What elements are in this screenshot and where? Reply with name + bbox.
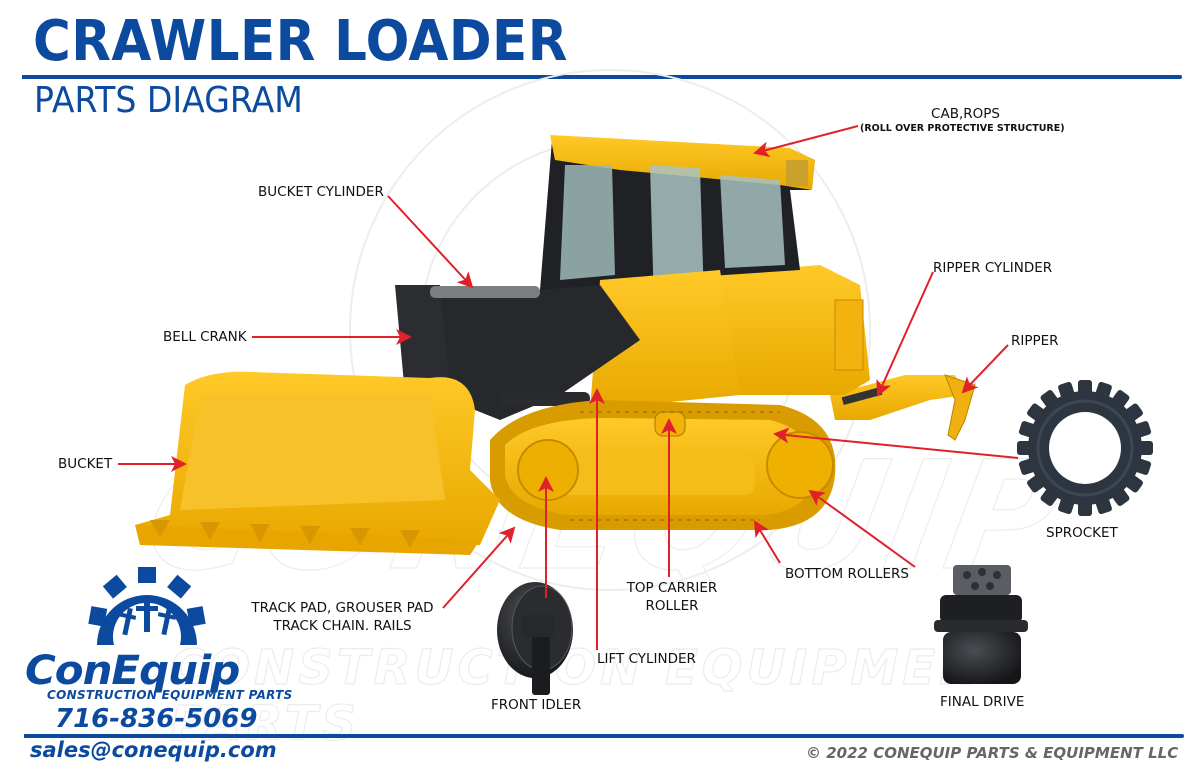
- gear-with-crosses-icon: [88, 567, 206, 645]
- bucket: [135, 371, 500, 555]
- ripper-assembly: [830, 374, 976, 441]
- final-drive-part-image: [934, 565, 1028, 684]
- label-track-pad-line2: TRACK CHAIN. RAILS: [273, 617, 412, 634]
- engine-housing: [700, 265, 870, 395]
- label-front-idler: FRONT IDLER: [491, 697, 582, 713]
- label-cab-rops: CAB,ROPS: [858, 106, 1073, 124]
- label-top-carrier-roller-line1: TOP CARRIER: [626, 580, 718, 596]
- label-bucket: BUCKET: [58, 456, 113, 472]
- label-bottom-rollers: BOTTOM ROLLERS: [785, 566, 909, 582]
- callout-arrows: [118, 125, 1019, 650]
- track-assembly: [490, 400, 836, 530]
- label-cab-rops-detail: (ROLL OVER PROTECTIVE STRUCTURE): [860, 123, 1065, 134]
- watermark-tagline: CONSTRUCTION EQUIPMENT PARTS: [169, 639, 1021, 752]
- copyright-notice: © 2022 CONEQUIP PARTS & EQUIPMENT LLC: [806, 744, 1179, 762]
- label-track-pad-line1: TRACK PAD, GROUSER PAD: [251, 600, 434, 616]
- company-email: sales@conequip.com: [30, 738, 277, 762]
- label-top-carrier-roller: TOP CARRIER ROLLER: [612, 580, 732, 615]
- label-final-drive: FINAL DRIVE: [940, 694, 1025, 710]
- label-bucket-cylinder: BUCKET CYLINDER: [258, 184, 384, 200]
- label-ripper-cylinder: RIPPER CYLINDER: [933, 260, 1053, 276]
- label-track-pad: TRACK PAD, GROUSER PAD TRACK CHAIN. RAIL…: [240, 600, 445, 635]
- company-logo-name: ConEquip: [25, 648, 240, 694]
- page-title: CRAWLER LOADER: [33, 9, 568, 74]
- label-sprocket: SPROCKET: [1046, 525, 1118, 541]
- label-top-carrier-roller-line2: ROLLER: [645, 597, 699, 614]
- label-cab-rops-title: CAB,ROPS: [931, 106, 1000, 122]
- footer-divider: [24, 734, 1184, 738]
- header-divider: [22, 75, 1182, 79]
- label-bell-crank: BELL CRANK: [163, 329, 247, 345]
- company-tagline: Construction Equipment Parts: [47, 688, 293, 702]
- sprocket-part-image: [1017, 380, 1153, 516]
- front-idler-part-image: [497, 582, 573, 695]
- label-lift-cylinder: LIFT CYLINDER: [597, 651, 696, 667]
- page-subtitle: PARTS DIAGRAM: [34, 80, 303, 121]
- label-ripper: RIPPER: [1011, 333, 1059, 349]
- company-phone: 716-836-5069: [55, 704, 258, 734]
- loader-body: [395, 270, 740, 420]
